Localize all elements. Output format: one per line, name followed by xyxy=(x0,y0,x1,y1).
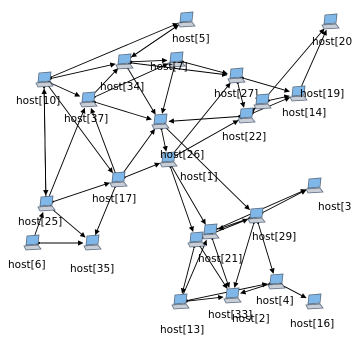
host-label: host[26] xyxy=(160,149,204,161)
laptop-icon xyxy=(159,151,178,168)
laptop-icon xyxy=(37,195,56,212)
host-label: host[16] xyxy=(290,318,334,330)
laptop-icon xyxy=(321,13,340,30)
laptop-icon xyxy=(171,293,190,310)
host-node[interactable]: host[21] xyxy=(198,223,242,265)
laptop-icon xyxy=(247,207,266,224)
host-node[interactable]: host[5] xyxy=(172,11,210,45)
host-label: host[22] xyxy=(222,131,266,143)
link-h17-h1 xyxy=(120,162,161,182)
laptop-icon xyxy=(23,234,42,251)
host-node[interactable]: host[14] xyxy=(253,93,326,119)
host-node[interactable]: host[37] xyxy=(64,91,108,125)
host-node[interactable]: host[33] xyxy=(187,231,252,321)
laptop-icon xyxy=(83,234,102,251)
host-node[interactable]: host[35] xyxy=(70,234,114,275)
host-label: host[13] xyxy=(160,324,204,336)
link-h10-h17 xyxy=(44,81,114,174)
host-node[interactable]: host[6] xyxy=(8,234,46,271)
laptop-icon xyxy=(267,273,286,290)
host-label: host[19] xyxy=(300,88,344,100)
link-h25-h35 xyxy=(47,204,86,238)
host-label: host[20] xyxy=(312,36,352,48)
host-label: host[7] xyxy=(150,61,188,73)
host-label: host[3] xyxy=(318,201,352,213)
laptop-icon xyxy=(177,11,196,28)
host-label: host[10] xyxy=(16,95,60,107)
link-h29-h3 xyxy=(258,189,307,217)
host-node[interactable]: host[10] xyxy=(16,71,60,107)
link-h17-h26 xyxy=(118,128,156,179)
host-node[interactable]: host[20] xyxy=(312,13,352,48)
link-h33-h13 xyxy=(180,243,198,294)
host-label: host[21] xyxy=(198,253,242,265)
laptop-icon xyxy=(187,231,206,248)
host-node[interactable]: host[1] xyxy=(159,151,218,183)
laptop-icon xyxy=(35,71,54,88)
host-node[interactable]: host[25] xyxy=(18,195,62,228)
host-label: host[14] xyxy=(282,107,326,119)
link-h10-h34 xyxy=(47,62,116,82)
link-h34-h27 xyxy=(127,59,228,77)
nodes-layer: host[6] host[35] host[25] host[17] host[10] h… xyxy=(8,11,352,336)
laptop-icon xyxy=(167,51,186,68)
laptop-icon xyxy=(237,107,256,124)
host-node[interactable]: host[2] xyxy=(223,287,270,325)
host-label: host[17] xyxy=(92,193,136,205)
laptop-icon xyxy=(201,223,220,240)
host-label: host[4] xyxy=(256,295,294,307)
link-h29-h21 xyxy=(218,214,254,230)
laptop-icon xyxy=(79,91,98,108)
link-h13-h21 xyxy=(179,239,207,300)
host-label: host[27] xyxy=(214,88,258,100)
host-label: host[25] xyxy=(18,216,62,228)
link-h27-h22 xyxy=(234,79,246,108)
host-label: host[34] xyxy=(100,81,144,93)
laptop-icon xyxy=(115,53,134,70)
laptop-icon xyxy=(109,171,128,188)
host-label: host[33] xyxy=(208,309,252,321)
host-label: host[6] xyxy=(8,259,46,271)
host-node[interactable]: host[3] xyxy=(305,177,352,213)
host-node[interactable]: host[27] xyxy=(214,67,258,100)
link-h14-h20 xyxy=(262,28,325,101)
host-label: host[29] xyxy=(252,231,296,243)
link-h17-h35 xyxy=(94,182,119,236)
host-node[interactable]: host[29] xyxy=(247,207,296,243)
link-h1-h27 xyxy=(168,82,231,159)
host-label: host[37] xyxy=(64,113,108,125)
host-node[interactable]: host[4] xyxy=(256,273,294,307)
link-h21-h2 xyxy=(208,234,231,288)
link-h6-h25 xyxy=(30,212,44,241)
link-h33-h29 xyxy=(198,218,249,242)
host-label: host[35] xyxy=(70,263,114,275)
link-h7-h26 xyxy=(160,63,178,114)
laptop-icon xyxy=(305,293,324,310)
link-h25-h10 xyxy=(41,88,49,200)
link-h14-h19 xyxy=(265,94,290,104)
link-h4-h16 xyxy=(278,281,307,299)
host-label: host[1] xyxy=(180,171,218,183)
host-node[interactable]: host[34] xyxy=(100,53,144,93)
link-h29-h2 xyxy=(233,219,258,288)
host-node[interactable]: host[19] xyxy=(289,85,344,102)
laptop-icon xyxy=(305,177,324,194)
laptop-icon xyxy=(151,113,170,130)
host-label: host[2] xyxy=(232,313,270,325)
host-node[interactable]: host[13] xyxy=(160,293,204,336)
host-node[interactable]: host[26] xyxy=(151,113,204,161)
host-label: host[5] xyxy=(172,33,210,45)
host-node[interactable]: host[17] xyxy=(92,171,136,205)
laptop-icon xyxy=(289,85,308,102)
link-h10-h5 xyxy=(46,22,179,81)
laptop-icon xyxy=(253,93,272,110)
host-node[interactable]: host[16] xyxy=(290,293,334,330)
host-node[interactable]: host[22] xyxy=(222,107,266,143)
laptop-icon xyxy=(223,287,242,304)
laptop-icon xyxy=(227,67,246,84)
host-node[interactable]: host[7] xyxy=(150,51,188,73)
